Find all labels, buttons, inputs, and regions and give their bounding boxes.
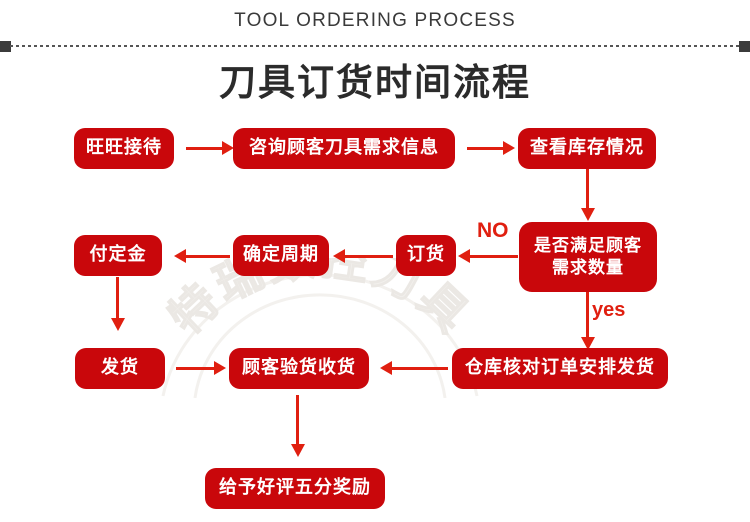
node-give-five-star-review-reward[interactable]: 给予好评五分奖励 [205,468,385,509]
node-customer-inspect-receive[interactable]: 顾客验货收货 [229,348,369,389]
node-check-inventory[interactable]: 查看库存情况 [518,128,656,169]
edge-n3-n4-arrowhead [581,208,595,221]
edge-n5-n6-line [345,255,393,258]
edge-n10-n9-arrowhead [380,361,392,375]
edge-n1-n2-arrowhead [222,141,234,155]
node-warehouse-verify-arrange-shipment[interactable]: 仓库核对订单安排发货 [452,348,668,389]
decision-label-line2: 需求数量 [552,258,624,278]
edge-label-no: NO [477,219,509,242]
node-pay-deposit[interactable]: 付定金 [74,235,162,276]
edge-n3-n4-line [586,169,589,211]
edge-n6-n7-line [186,255,230,258]
edge-n5-n6-arrowhead [333,249,345,263]
edge-n8-n9-line [176,367,220,370]
edge-n7-n8-line [116,277,119,321]
edge-label-yes: yes [592,299,626,321]
node-confirm-cycle[interactable]: 确定周期 [233,235,329,276]
edge-n6-n7-arrowhead [174,249,186,263]
page-subtitle-english: TOOL ORDERING PROCESS [234,10,516,31]
edge-n2-n3-arrowhead [503,141,515,155]
node-decision-stock-sufficient[interactable]: 是否满足顾客 需求数量 [519,222,657,292]
node-place-order[interactable]: 订货 [396,235,456,276]
divider-dotted-line [10,45,740,47]
edge-n10-n9-line [392,367,448,370]
edge-n7-n8-arrowhead [111,318,125,331]
edge-n4-n10-line [586,292,589,340]
edge-n9-n11-arrowhead [291,444,305,457]
page-title: 刀具订货时间流程 [219,61,531,104]
node-ask-customer-requirements[interactable]: 咨询顾客刀具需求信息 [233,128,455,169]
node-wangwang-reception[interactable]: 旺旺接待 [74,128,174,169]
edge-n4-n10-arrowhead [581,337,595,350]
divider-cap-right [739,41,750,52]
edge-n4-n5-line [470,255,518,258]
header-divider [0,41,750,52]
edge-n9-n11-line [296,395,299,447]
decision-label-line1: 是否满足顾客 [534,235,642,256]
edge-n8-n9-arrowhead [214,361,226,375]
node-ship-goods[interactable]: 发货 [75,348,165,389]
edge-n1-n2-line [186,147,228,150]
edge-n4-n5-arrowhead [458,249,470,263]
divider-cap-left [0,41,11,52]
edge-n2-n3-line [467,147,509,150]
